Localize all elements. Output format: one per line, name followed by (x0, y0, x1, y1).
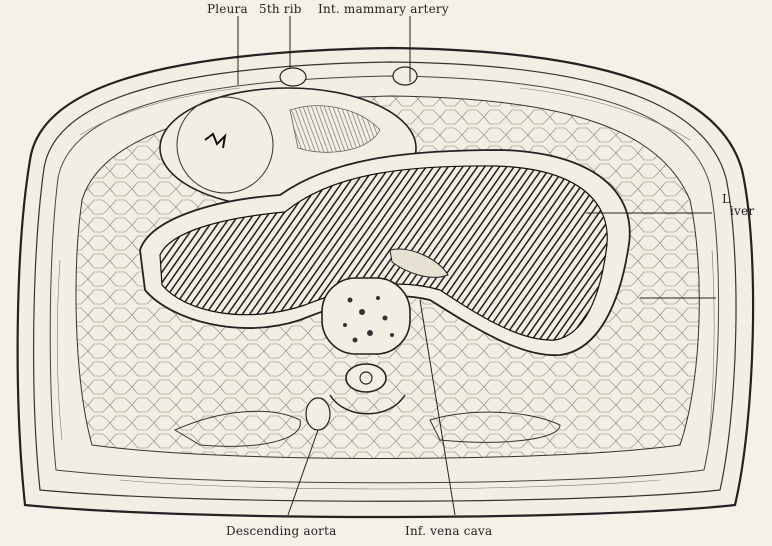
label-liver-rest: iver (730, 204, 754, 218)
label-5th-rib: 5th rib (259, 2, 302, 16)
label-inf-vena-cava: Inf. vena cava (405, 524, 492, 538)
label-pleura: Pleura (207, 2, 248, 16)
label-liver-initial: L (722, 192, 730, 206)
label-int-mammary-artery: Int. mammary artery (318, 2, 449, 16)
label-descending-aorta: Descending aorta (226, 524, 336, 538)
descending-aorta (306, 398, 330, 430)
